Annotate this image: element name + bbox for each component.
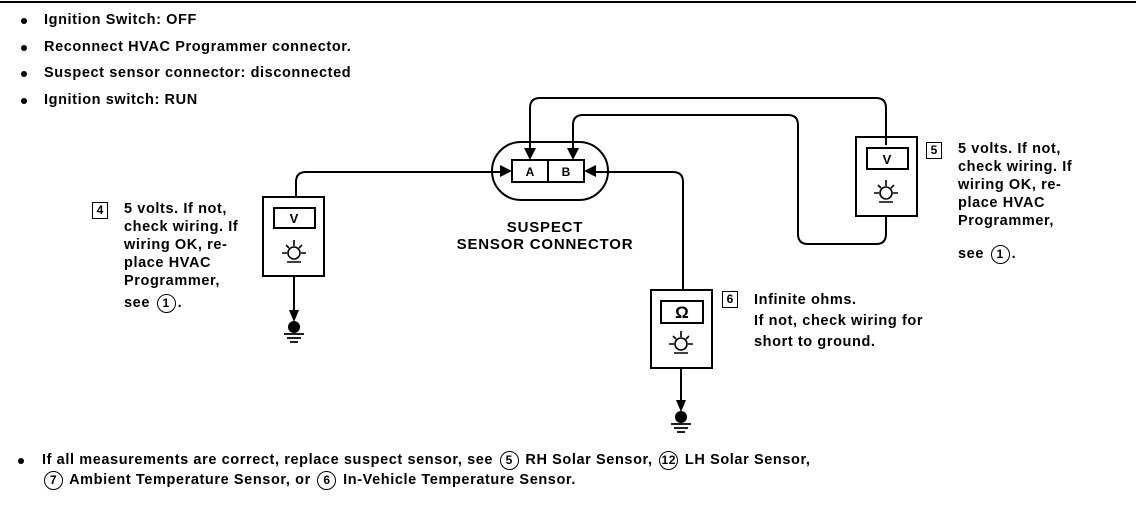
step4-line: check wiring. If [124,219,239,235]
footer-text: Ambient Temperature Sensor, or [69,472,311,488]
step4-line: place HVAC [124,255,212,271]
see-text: see [124,295,150,311]
footer-text: LH Solar Sensor, [684,452,811,468]
step4-line: wiring OK, re- [124,237,228,253]
left-meter-display [273,207,316,229]
connector-label-line2: SENSOR CONNECTOR [457,236,634,253]
footer-line1: If all measurements are correct, replace… [42,450,811,470]
step5-line: Programmer, [958,213,1055,229]
ref-circle: 1 [156,293,176,313]
footer-line2: 7 Ambient Temperature Sensor, or 6 In-Ve… [42,470,576,490]
wire-ohm-meter [595,171,684,290]
arrow-pin-b-top [567,148,579,160]
step-number-6: 6 [722,291,738,308]
ohm-meter-display [660,300,704,324]
lamp-icon [669,331,693,354]
step5-line: 5 volts. If not, [958,141,1062,157]
arrow-pin-a-left [500,165,512,177]
right-meter-display [866,147,909,170]
left-meter-readout: V [290,211,299,226]
bullet-icon [18,458,24,464]
bullet-icon [21,18,27,24]
step6-line: short to ground. [754,334,876,350]
left-meter-body [262,196,325,277]
arrow-pin-b-right [584,165,596,177]
condition-item: Reconnect HVAC Programmer connector. [44,39,352,55]
wire-right-meter-bottom [572,114,887,245]
ref-circle: 12 [659,450,679,470]
arrow-ohm-ground [676,400,686,412]
see-suffix: . [1011,246,1017,262]
ref-circle: 6 [317,470,337,490]
step5-line: wiring OK, re- [958,177,1062,193]
step4-see: see 1. [124,293,182,313]
ohm-meter-readout: Ω [675,303,689,322]
see-suffix: . [177,295,183,311]
right-meter-readout: V [883,152,892,167]
bullet-icon [21,45,27,51]
step5-line: place HVAC [958,195,1046,211]
step4-line: 5 volts. If not, [124,201,228,217]
arrow-pin-a-top [524,148,536,160]
connector-label-line1: SUSPECT [507,219,583,236]
step5-line: check wiring. If [958,159,1073,175]
top-rule [0,1,1136,3]
right-meter-body [855,136,918,217]
footer-text: If all measurements are correct, replace… [42,452,494,468]
condition-item: Suspect sensor connector: disconnected [44,65,352,81]
step6-line: Infinite ohms. [754,292,857,308]
step-number-4: 4 [92,202,108,219]
ref-circle: 1 [990,244,1010,264]
ref-circle: 5 [499,450,519,470]
footer-text: In-Vehicle Temperature Sensor. [343,472,577,488]
bullet-icon [21,98,27,104]
wire-right-meter-top [529,97,887,152]
step6-line: If not, check wiring for [754,313,924,329]
condition-item: Ignition Switch: OFF [44,12,197,28]
arrow-left-ground [289,310,299,322]
step5-see: see 1. [958,244,1016,264]
step4-line: Programmer, [124,273,221,289]
pin-b-label: B [562,165,571,179]
ohm-meter-body [650,289,713,369]
pin-a-label: A [526,165,535,179]
ref-circle: 7 [44,470,63,490]
wire-left-meter [295,171,505,197]
condition-item: Ignition switch: RUN [44,92,198,108]
ground-icon [671,411,691,433]
see-text: see [958,246,984,262]
step-number-5: 5 [926,142,942,159]
lamp-icon [874,180,898,203]
lamp-icon [282,240,306,263]
bullet-icon [21,71,27,77]
footer-text: RH Solar Sensor, [525,452,653,468]
ground-icon [284,321,304,343]
